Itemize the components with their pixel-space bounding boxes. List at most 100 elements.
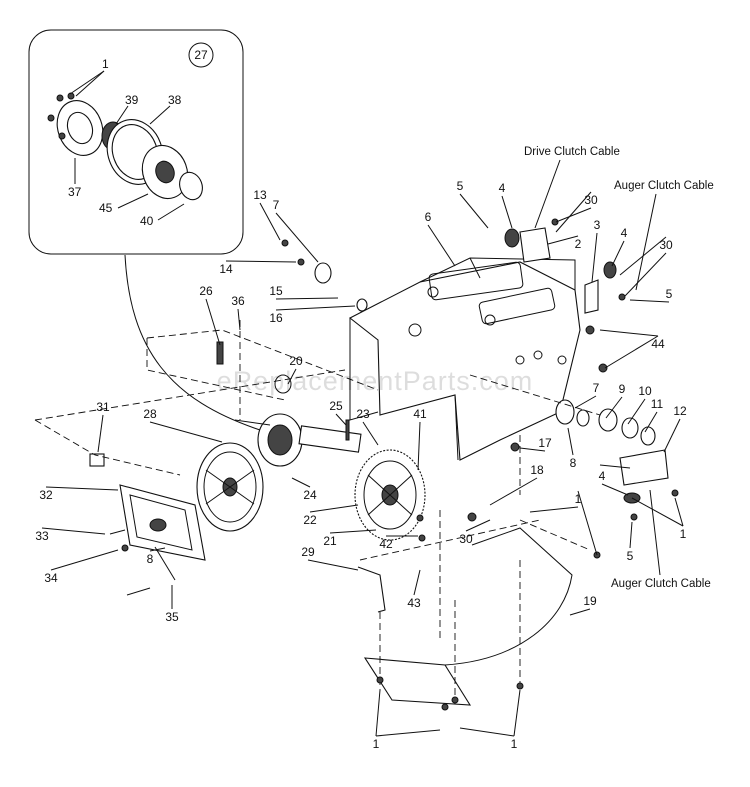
callout-29: 29 — [301, 545, 315, 559]
callout-25: 25 — [329, 399, 343, 413]
callout-43: 43 — [407, 596, 421, 610]
leader-12 — [663, 418, 681, 453]
callout-28: 28 — [143, 407, 157, 421]
caption-auger-clutch-cable-top: Auger Clutch Cable — [614, 180, 714, 192]
callout-6: 6 — [425, 210, 432, 224]
leader-4a — [501, 195, 513, 229]
callout-26: 26 — [199, 284, 213, 298]
callout-11: 11 — [651, 397, 664, 411]
leader-22 — [309, 504, 359, 513]
callout-1c: 1 — [373, 737, 380, 751]
leader-5c — [629, 521, 633, 549]
leader-11 — [644, 411, 658, 433]
callout-32: 32 — [39, 488, 53, 502]
callout-8a: 8 — [570, 456, 577, 470]
auger-pulley — [196, 442, 264, 532]
callout-21: 21 — [323, 534, 337, 548]
callout-35: 35 — [165, 610, 179, 624]
leader-18 — [489, 477, 538, 506]
caption-auger-clutch-cable-bottom: Auger Clutch Cable — [611, 578, 711, 590]
callout-7a: 7 — [273, 198, 280, 212]
right-bracket-and-spacers — [469, 374, 669, 486]
leader-1d — [459, 727, 515, 737]
leader-1c — [375, 729, 441, 737]
leader-7b — [574, 395, 597, 409]
leader-43 — [413, 569, 421, 596]
inset-label-40: 40 — [140, 214, 154, 228]
callout-17: 17 — [538, 436, 552, 450]
leader-8a — [567, 427, 574, 456]
callout-5b: 5 — [666, 287, 673, 301]
leader-36 — [237, 308, 241, 331]
leader-extra-30a — [555, 191, 592, 233]
callout-19: 19 — [583, 594, 597, 608]
inset-label-39: 39 — [125, 93, 139, 107]
leader-4b — [611, 240, 625, 267]
callout-30c: 30 — [459, 532, 473, 546]
leader-6 — [427, 224, 456, 267]
leader-25 — [335, 413, 347, 426]
inset-label-1: 1 — [102, 57, 109, 71]
leader-24 — [291, 477, 311, 488]
leader-41 — [417, 421, 421, 471]
leader-14 — [225, 260, 297, 263]
hardware-small-parts — [121, 239, 679, 711]
leader-2 — [547, 235, 579, 245]
alignment-lines — [34, 320, 591, 561]
callout-33: 33 — [35, 529, 49, 543]
callout-30b: 30 — [659, 238, 673, 252]
leader-5a — [459, 193, 489, 229]
callout-14: 14 — [219, 262, 233, 276]
callout-30a: 30 — [584, 193, 598, 207]
leader-extra-1b — [631, 497, 684, 527]
callout-15: 15 — [269, 284, 283, 298]
callout-leaders — [41, 191, 684, 737]
large-gear — [354, 449, 426, 541]
leader-33 — [41, 527, 106, 535]
leader-13 — [259, 202, 281, 241]
leader-extra-1a — [577, 490, 598, 556]
callout-10: 10 — [638, 384, 652, 398]
callout-2: 2 — [575, 237, 582, 251]
leader-44 — [599, 329, 659, 337]
callout-23: 23 — [356, 407, 370, 421]
leader-7a — [275, 212, 319, 263]
inset-ref-number: 27 — [194, 48, 208, 62]
leader-9 — [605, 396, 623, 419]
drive-shaft-assembly — [234, 413, 362, 467]
inset-label-45: 45 — [99, 201, 113, 215]
leader-10 — [627, 398, 646, 425]
leader-30b — [624, 252, 667, 297]
leader-21 — [329, 529, 377, 534]
leader-30c — [465, 519, 491, 532]
leader-23 — [362, 421, 379, 446]
inset-leader-curve — [124, 254, 261, 431]
leader-extra-30b — [619, 236, 667, 276]
callout-5c: 5 — [627, 549, 634, 563]
callout-34: 34 — [44, 571, 58, 585]
belt-cover-plate — [89, 453, 206, 596]
callout-41: 41 — [413, 407, 427, 421]
leader-1a — [529, 506, 579, 513]
leader-5b — [629, 299, 670, 303]
callout-16: 16 — [269, 311, 283, 325]
callout-9: 9 — [619, 382, 626, 396]
callout-7b: 7 — [593, 381, 600, 395]
leader-extra-44 — [604, 335, 659, 369]
leader-4c — [601, 483, 629, 496]
callout-42: 42 — [379, 537, 393, 551]
clutch-cable-brackets — [504, 218, 626, 373]
watermark: eReplacementParts.com — [217, 366, 534, 396]
leader-32 — [45, 486, 119, 491]
leader-34 — [50, 549, 119, 571]
inset-label-38: 38 — [168, 93, 182, 107]
callout-1d: 1 — [511, 737, 518, 751]
callout-44: 44 — [651, 337, 665, 351]
leader-1b — [674, 497, 684, 527]
callout-22: 22 — [303, 513, 317, 527]
leader-3 — [591, 232, 598, 283]
leader-28 — [149, 421, 223, 443]
leader-15 — [275, 297, 339, 300]
